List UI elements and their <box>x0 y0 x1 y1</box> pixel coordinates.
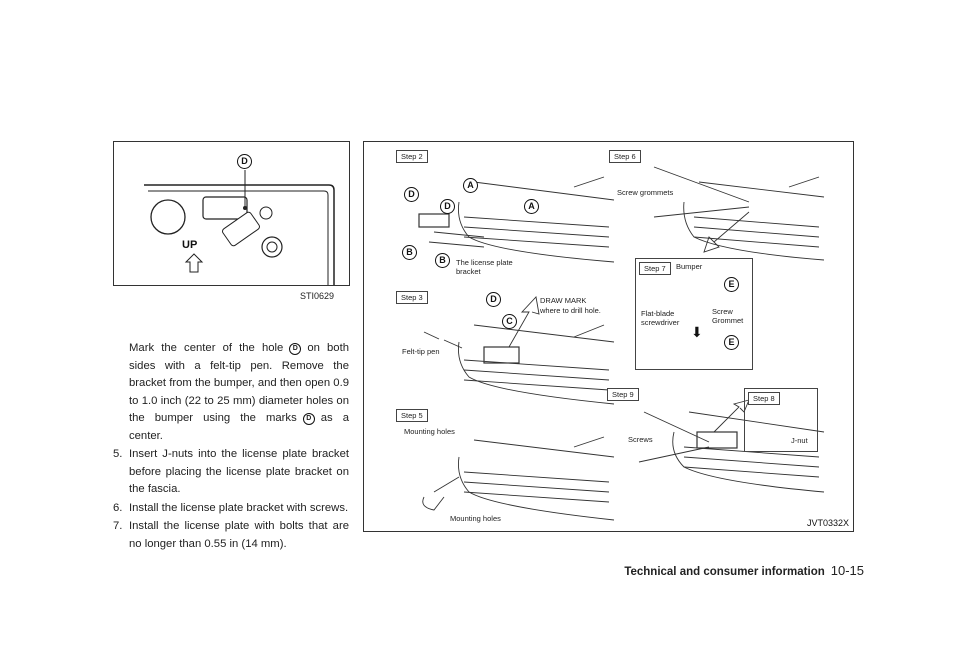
callout-a: A <box>463 178 478 193</box>
arrow-down-icon: ⬇ <box>691 324 703 340</box>
page-number: 10-15 <box>830 563 864 578</box>
step-8-label: Step 8 <box>748 392 780 405</box>
figure-license-plate-hole: D UP <box>113 141 350 286</box>
license-plate-illustration <box>144 170 335 285</box>
mounting-holes-bottom-label: Mounting holes <box>450 514 501 523</box>
step-6-label: Step 6 <box>609 150 641 163</box>
callout-d-icon: D <box>289 343 302 355</box>
list-item: 5. Insert J-nuts into the license plate … <box>113 448 349 495</box>
callout-b: B <box>402 245 417 260</box>
screw-grommets-label: Screw grommets <box>617 188 674 197</box>
step-5-label: Step 5 <box>396 409 428 422</box>
felt-tip-pen-label: Felt-tip pen <box>402 347 440 356</box>
figure-installation-steps: Step 2 The license plate bracket D B D B… <box>363 141 854 532</box>
step-7-label: Step 7 <box>639 262 671 275</box>
screws-label: Screws <box>628 435 653 444</box>
bumper-label: Bumper <box>676 262 703 271</box>
grommet-label: Screw Grommet <box>712 307 744 325</box>
list-item: 6. Install the license plate bracket wit… <box>113 501 349 514</box>
callout-d: D <box>440 199 455 214</box>
draw-mark-label: DRAW MARK <box>540 296 587 305</box>
callout-e: E <box>724 277 739 292</box>
up-label: UP <box>182 239 198 251</box>
page-footer: Technical and consumer information 10-15 <box>624 563 864 578</box>
step-7-box: Step 7 Bumper Flat-blade screwdriver Scr… <box>635 258 753 370</box>
j-nut-label: J-nut <box>791 436 808 445</box>
callout-c: C <box>502 314 517 329</box>
bracket-label: The license plate bracket <box>456 258 513 276</box>
draw-mark-sub-label: where to drill hole. <box>540 306 601 315</box>
callout-b: B <box>435 253 450 268</box>
callout-d: D <box>486 292 501 307</box>
callout-d-icon: D <box>302 413 315 425</box>
figure-code-left: STI0629 <box>300 291 335 301</box>
list-item: 7. Install the license plate with bolts … <box>113 520 349 550</box>
step-8-box: Step 8 J-nut <box>744 388 818 452</box>
figure-code-right: JVT0332X <box>806 518 849 528</box>
step-3-label: Step 3 <box>396 291 428 304</box>
callout-e: E <box>724 335 739 350</box>
callout-d: D <box>237 154 252 169</box>
step-2-label: Step 2 <box>396 150 428 163</box>
mounting-holes-top-label: Mounting holes <box>404 427 455 436</box>
section-title: Technical and consumer information <box>624 566 825 578</box>
callout-d: D <box>404 187 419 202</box>
callout-a: A <box>524 199 539 214</box>
bumper-illustrations <box>418 166 825 521</box>
step-9-label: Step 9 <box>607 388 639 401</box>
screwdriver-label: Flat-blade screwdriver <box>641 309 680 327</box>
